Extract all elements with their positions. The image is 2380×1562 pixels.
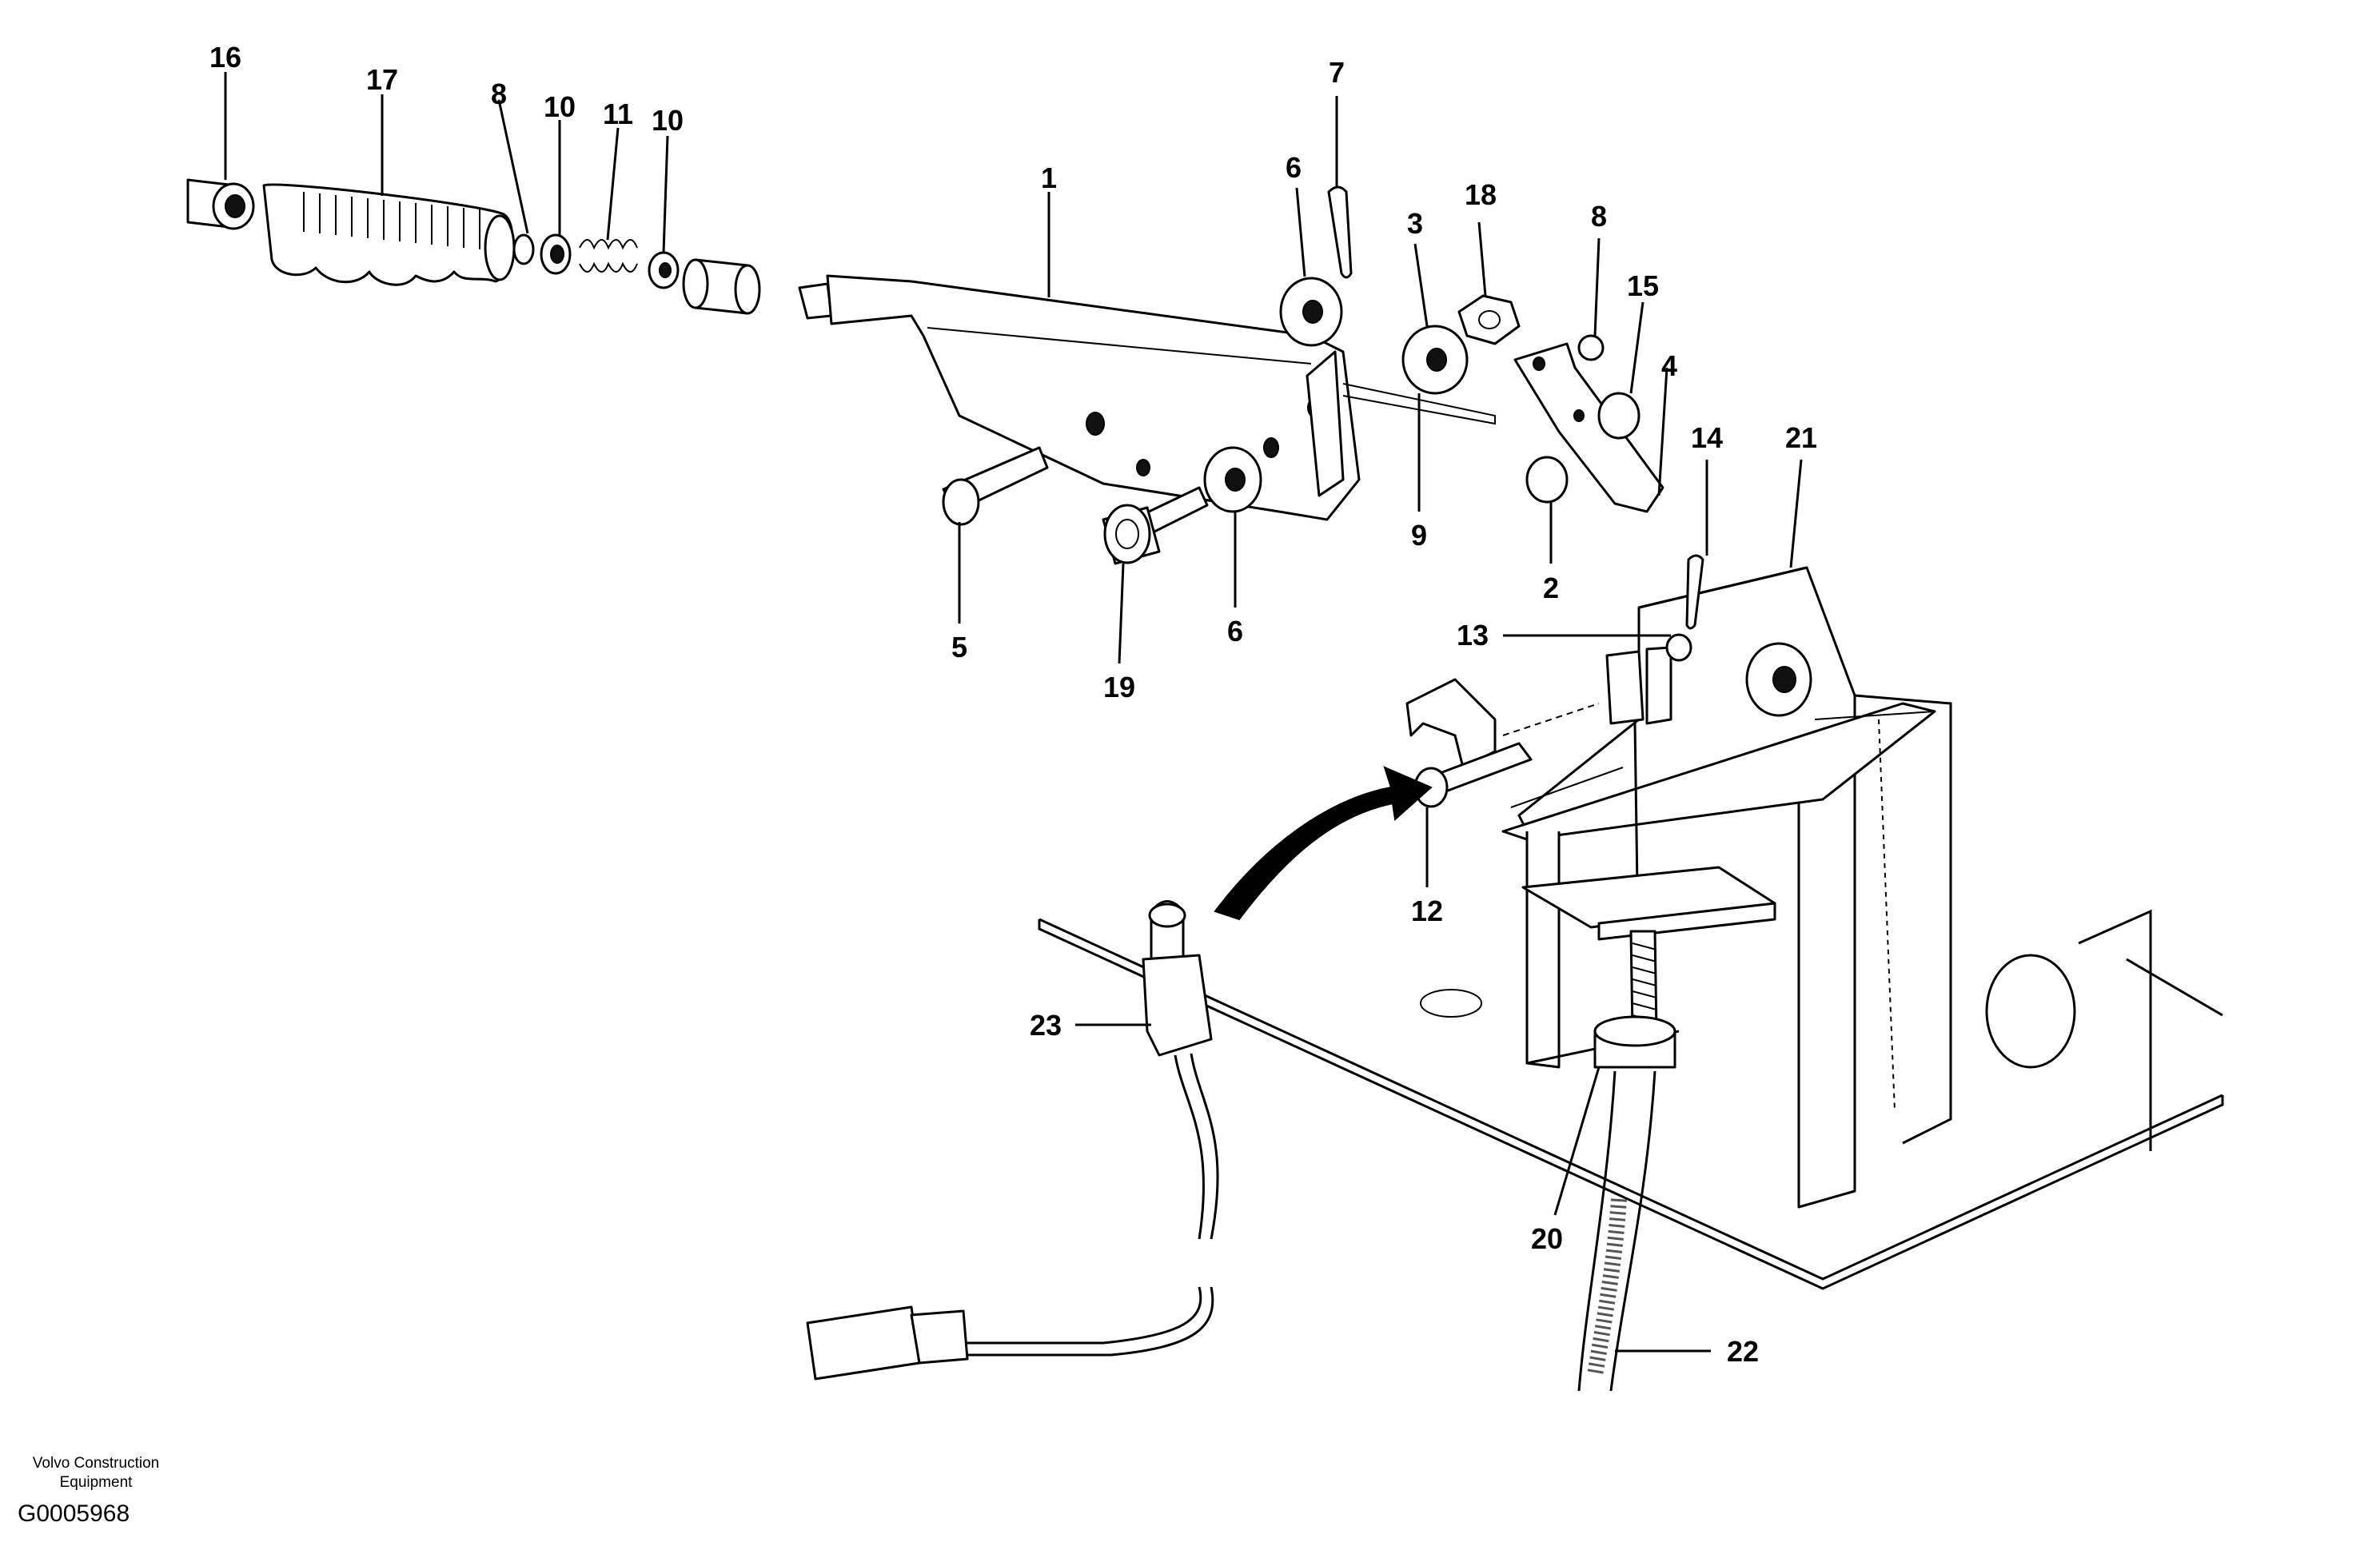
callout-17: 17 — [366, 63, 398, 96]
callout-19: 19 — [1103, 671, 1135, 703]
callout-15: 15 — [1627, 269, 1659, 302]
pivot-pin — [942, 446, 1049, 526]
callout-16: 16 — [209, 41, 241, 74]
grip-knurling — [303, 192, 480, 249]
callout-5: 5 — [951, 631, 967, 663]
spring-washer-stack — [512, 233, 761, 315]
callout-6: 6 — [1286, 151, 1302, 184]
callout-18: 18 — [1465, 178, 1497, 211]
company-name-line1: Volvo Construction — [33, 1455, 159, 1472]
callout-3: 3 — [1407, 207, 1423, 240]
callout-14: 14 — [1691, 421, 1723, 454]
washer-right — [1401, 325, 1469, 395]
callout-13: 13 — [1457, 619, 1489, 651]
callout-1: 1 — [1041, 161, 1057, 194]
washer-lower — [1203, 446, 1262, 513]
assembly-arrow — [1214, 766, 1433, 921]
callout-10: 10 — [544, 90, 576, 123]
lock-ring-8 — [1577, 334, 1605, 361]
switch-lever — [1405, 678, 1624, 808]
callout-4: 4 — [1661, 349, 1677, 382]
callout-9: 9 — [1411, 519, 1427, 552]
company-name-line2: Equipment — [60, 1474, 134, 1491]
cotter-pin-14 — [1685, 554, 1704, 630]
callout-6: 6 — [1227, 615, 1243, 648]
ratchet-pawl — [1513, 342, 1664, 513]
callout-8: 8 — [491, 78, 507, 110]
callout-12: 12 — [1411, 895, 1443, 927]
washer-upper — [1279, 277, 1343, 347]
callout-labels: 16 17 8 10 11 10 1 7 6 3 18 8 15 4 14 21… — [209, 41, 1817, 1368]
drawing-code: G0005968 — [18, 1500, 130, 1527]
callout-21: 21 — [1785, 421, 1817, 454]
cotter-pin-upper — [1327, 185, 1353, 279]
callout-2: 2 — [1543, 572, 1559, 604]
roller-2 — [1525, 456, 1569, 504]
callout-20: 20 — [1531, 1222, 1563, 1255]
callout-11: 11 — [603, 98, 633, 130]
roller-15 — [1597, 392, 1640, 440]
cable — [1577, 1070, 1656, 1392]
leader-lines — [224, 72, 1803, 1353]
lever-arm — [798, 274, 1496, 521]
floor-plate — [1038, 909, 2224, 1290]
handle-grip — [262, 183, 516, 286]
callout-10: 10 — [652, 104, 684, 137]
clevis-rod — [1521, 633, 1776, 1069]
end-cap — [186, 178, 255, 230]
hex-nut — [1457, 294, 1521, 345]
footer: Volvo Construction Equipment G0005968 — [18, 1455, 159, 1527]
callout-23: 23 — [1030, 1009, 1062, 1042]
hex-bolt — [1102, 486, 1209, 565]
limit-switch — [806, 900, 1219, 1381]
callout-22: 22 — [1727, 1335, 1759, 1368]
callout-7: 7 — [1329, 56, 1345, 89]
callout-8: 8 — [1591, 200, 1607, 233]
